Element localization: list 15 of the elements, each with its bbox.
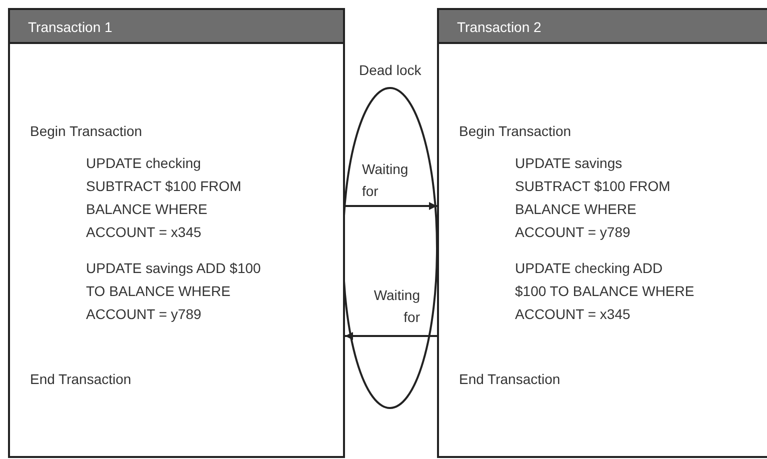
panel-header: Transaction 1	[10, 10, 343, 44]
arrow	[345, 202, 437, 210]
panel-header: Transaction 2	[439, 10, 767, 44]
transaction-panel	[8, 8, 345, 458]
transaction-panel	[437, 8, 767, 458]
sql-statement: UPDATE checking ADD $100 TO BALANCE WHERE ACCOUNT = x345	[515, 259, 695, 324]
sql-statement: UPDATE savings ADD $100 TO BALANCE WHERE ACCOUNT = y789	[86, 259, 262, 324]
transaction-step: End Transaction	[459, 368, 560, 391]
sql-statement: UPDATE checking SUBTRACT $100 FROM BALANCE WHERE ACCOUNT = x345	[86, 154, 242, 242]
sql-statement: UPDATE savings SUBTRACT $100 FROM BALANCE WHERE ACCOUNT = y789	[515, 154, 672, 242]
arrow	[345, 332, 437, 340]
transaction-step: Begin Transaction	[459, 120, 572, 143]
deadlock-label: Dead lock	[357, 62, 424, 78]
transaction-step: Begin Transaction	[30, 120, 142, 143]
transaction-step: End Transaction	[30, 368, 132, 391]
